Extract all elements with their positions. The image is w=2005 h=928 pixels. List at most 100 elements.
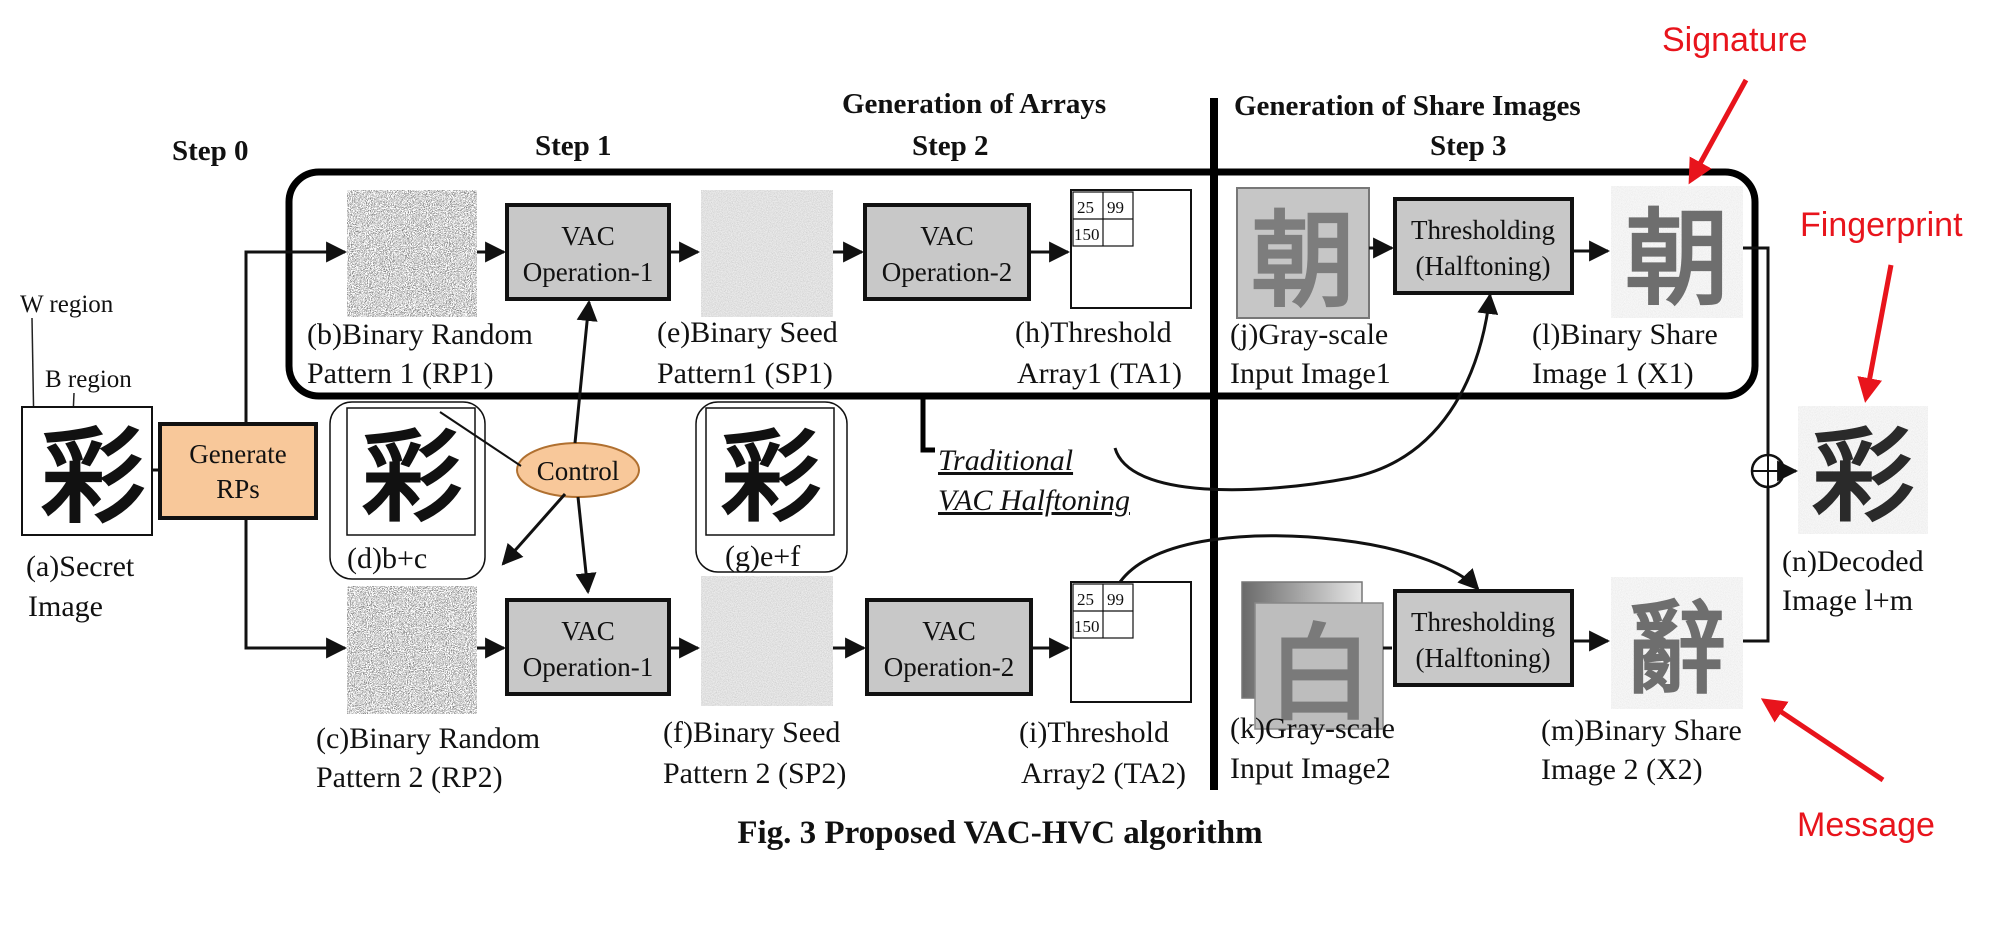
vac1-bottom-line2: Operation-1 xyxy=(523,652,653,682)
share1-glyph: 朝 xyxy=(1625,198,1729,320)
combo-g-glyph: 彩 xyxy=(721,419,821,536)
threshold-top-line2: (Halftoning) xyxy=(1416,251,1551,281)
traditional-vac-bracket xyxy=(920,396,935,453)
gray2-image xyxy=(1254,602,1384,730)
gray2-glyph: 白 xyxy=(1268,613,1372,735)
vac2-top-line2: Operation-2 xyxy=(882,257,1012,287)
ta2-cell-25: 25 xyxy=(1077,590,1094,609)
arrow-generate-to-rp1 xyxy=(244,241,348,424)
decoded-caption-2: Image l+m xyxy=(1782,584,1913,617)
message-arrow xyxy=(1760,698,1885,783)
decoded-glyph: 彩 xyxy=(1812,418,1914,537)
curve-traditional-to-threshold-top xyxy=(1113,292,1499,492)
fingerprint-arrow xyxy=(1857,264,1894,403)
sp1-caption-2: Pattern1 (SP1) xyxy=(657,357,833,390)
threshold-bottom-line1: Thresholding xyxy=(1411,607,1555,637)
fingerprint-label: Fingerprint xyxy=(1800,206,1963,244)
generate-rps-line1: Generate xyxy=(189,439,286,469)
vac2-top-box xyxy=(863,203,1031,301)
share1-caption-1: (l)Binary Share xyxy=(1532,318,1718,351)
rp1-noise-image xyxy=(346,189,478,318)
figure-title: Fig. 3 Proposed VAC-HVC algorithm xyxy=(737,815,1262,851)
share2-glyph: 辭 xyxy=(1627,591,1727,708)
secret-image-glyph: 彩 xyxy=(41,416,145,538)
secret-image-frame xyxy=(21,406,153,536)
decoded-image xyxy=(1797,405,1929,535)
ta2-cell-150: 150 xyxy=(1074,617,1100,636)
header-step2: Step 2 xyxy=(912,130,989,162)
combo-d-glyph: 彩 xyxy=(362,419,462,536)
sp1-noise-image xyxy=(700,189,834,318)
threshold-bottom-line2: (Halftoning) xyxy=(1416,643,1551,673)
header-step0: Step 0 xyxy=(172,135,249,167)
arrow-generate-to-rp2 xyxy=(244,518,348,659)
traditional-label-2: VAC Halftoning xyxy=(938,484,1130,517)
vac1-top-line2: Operation-1 xyxy=(523,257,653,287)
combo-d-frame xyxy=(329,401,486,580)
secret-caption-1: (a)Secret xyxy=(26,550,135,583)
control-label: Control xyxy=(537,456,620,486)
share1-caption-2: Image 1 (X1) xyxy=(1532,357,1694,390)
generate-rps-line2: RPs xyxy=(216,474,260,504)
share2-caption-2: Image 2 (X2) xyxy=(1541,753,1703,786)
combo-d-image xyxy=(346,407,476,536)
combo-d-caption: (d)b+c xyxy=(347,542,427,575)
ta1-cell-150: 150 xyxy=(1074,225,1100,244)
w-region-label: W region xyxy=(20,291,114,318)
sp2-noise-image xyxy=(700,575,834,707)
signature-arrow xyxy=(1688,78,1749,185)
vac2-top-line1: VAC xyxy=(920,221,974,251)
gray1-caption-2: Input Image1 xyxy=(1230,357,1391,390)
arrow-control-to-vac1-bottom xyxy=(575,496,597,595)
threshold-top-line1: Thresholding xyxy=(1411,215,1555,245)
b-region-label: B region xyxy=(45,366,132,393)
traditional-label-1: Traditional xyxy=(938,444,1073,477)
rp2-caption-1: (c)Binary Random xyxy=(316,722,540,755)
arrow-control-to-vac1-top xyxy=(573,299,598,444)
threshold-bottom-box xyxy=(1393,589,1574,687)
ta1-cell-99: 99 xyxy=(1107,198,1124,217)
gray2-caption-1: (k)Gray-scale xyxy=(1230,712,1395,745)
header-generation-arrays: Generation of Arrays xyxy=(842,88,1106,120)
sp2-caption-1: (f)Binary Seed xyxy=(663,716,840,749)
generate-rps-box xyxy=(158,422,318,520)
header-step3: Step 3 xyxy=(1430,130,1507,162)
rp2-noise-image xyxy=(346,585,478,715)
gray1-image xyxy=(1236,187,1370,319)
vac1-top-line1: VAC xyxy=(561,221,615,251)
sp1-caption-1: (e)Binary Seed xyxy=(657,316,838,349)
vac1-top-box xyxy=(505,203,671,301)
ta2-caption-2: Array2 (TA2) xyxy=(1021,757,1186,790)
rp1-caption-1: (b)Binary Random xyxy=(307,318,533,351)
gray1-caption-1: (j)Gray-scale xyxy=(1230,318,1388,351)
message-label: Message xyxy=(1797,806,1935,844)
share1-image xyxy=(1610,185,1744,319)
decoded-caption-1: (n)Decoded xyxy=(1782,545,1924,578)
rp2-caption-2: Pattern 2 (RP2) xyxy=(316,761,503,794)
line-share1-to-xor xyxy=(1743,246,1770,455)
threshold-top-box xyxy=(1393,197,1574,295)
arrow-control-to-d xyxy=(501,493,567,566)
ta2-caption-1: (i)Threshold xyxy=(1019,716,1169,749)
sp2-caption-2: Pattern 2 (SP2) xyxy=(663,757,846,790)
gray1-glyph: 朝 xyxy=(1251,200,1355,322)
share2-caption-1: (m)Binary Share xyxy=(1541,714,1742,747)
vac2-bottom-line1: VAC xyxy=(922,616,976,646)
share2-image xyxy=(1610,576,1744,710)
vac1-bottom-line1: VAC xyxy=(561,616,615,646)
ta1-cell-25: 25 xyxy=(1077,198,1094,217)
ta1-caption-1: (h)Threshold xyxy=(1015,316,1172,349)
vac2-bottom-line2: Operation-2 xyxy=(884,652,1014,682)
ta2-cell-99: 99 xyxy=(1107,590,1124,609)
signature-label: Signature xyxy=(1662,21,1808,59)
control-line-from-d xyxy=(439,411,522,467)
header-generation-shares: Generation of Share Images xyxy=(1234,90,1581,122)
combo-g-frame xyxy=(695,401,848,573)
secret-caption-2: Image xyxy=(28,590,103,623)
ta1-caption-2: Array1 (TA1) xyxy=(1017,357,1182,390)
line-share2-to-xor xyxy=(1743,487,1770,643)
combo-g-image xyxy=(705,407,835,536)
header-step1: Step 1 xyxy=(535,130,612,162)
curve-ta2-to-threshold-bottom xyxy=(1116,534,1480,591)
